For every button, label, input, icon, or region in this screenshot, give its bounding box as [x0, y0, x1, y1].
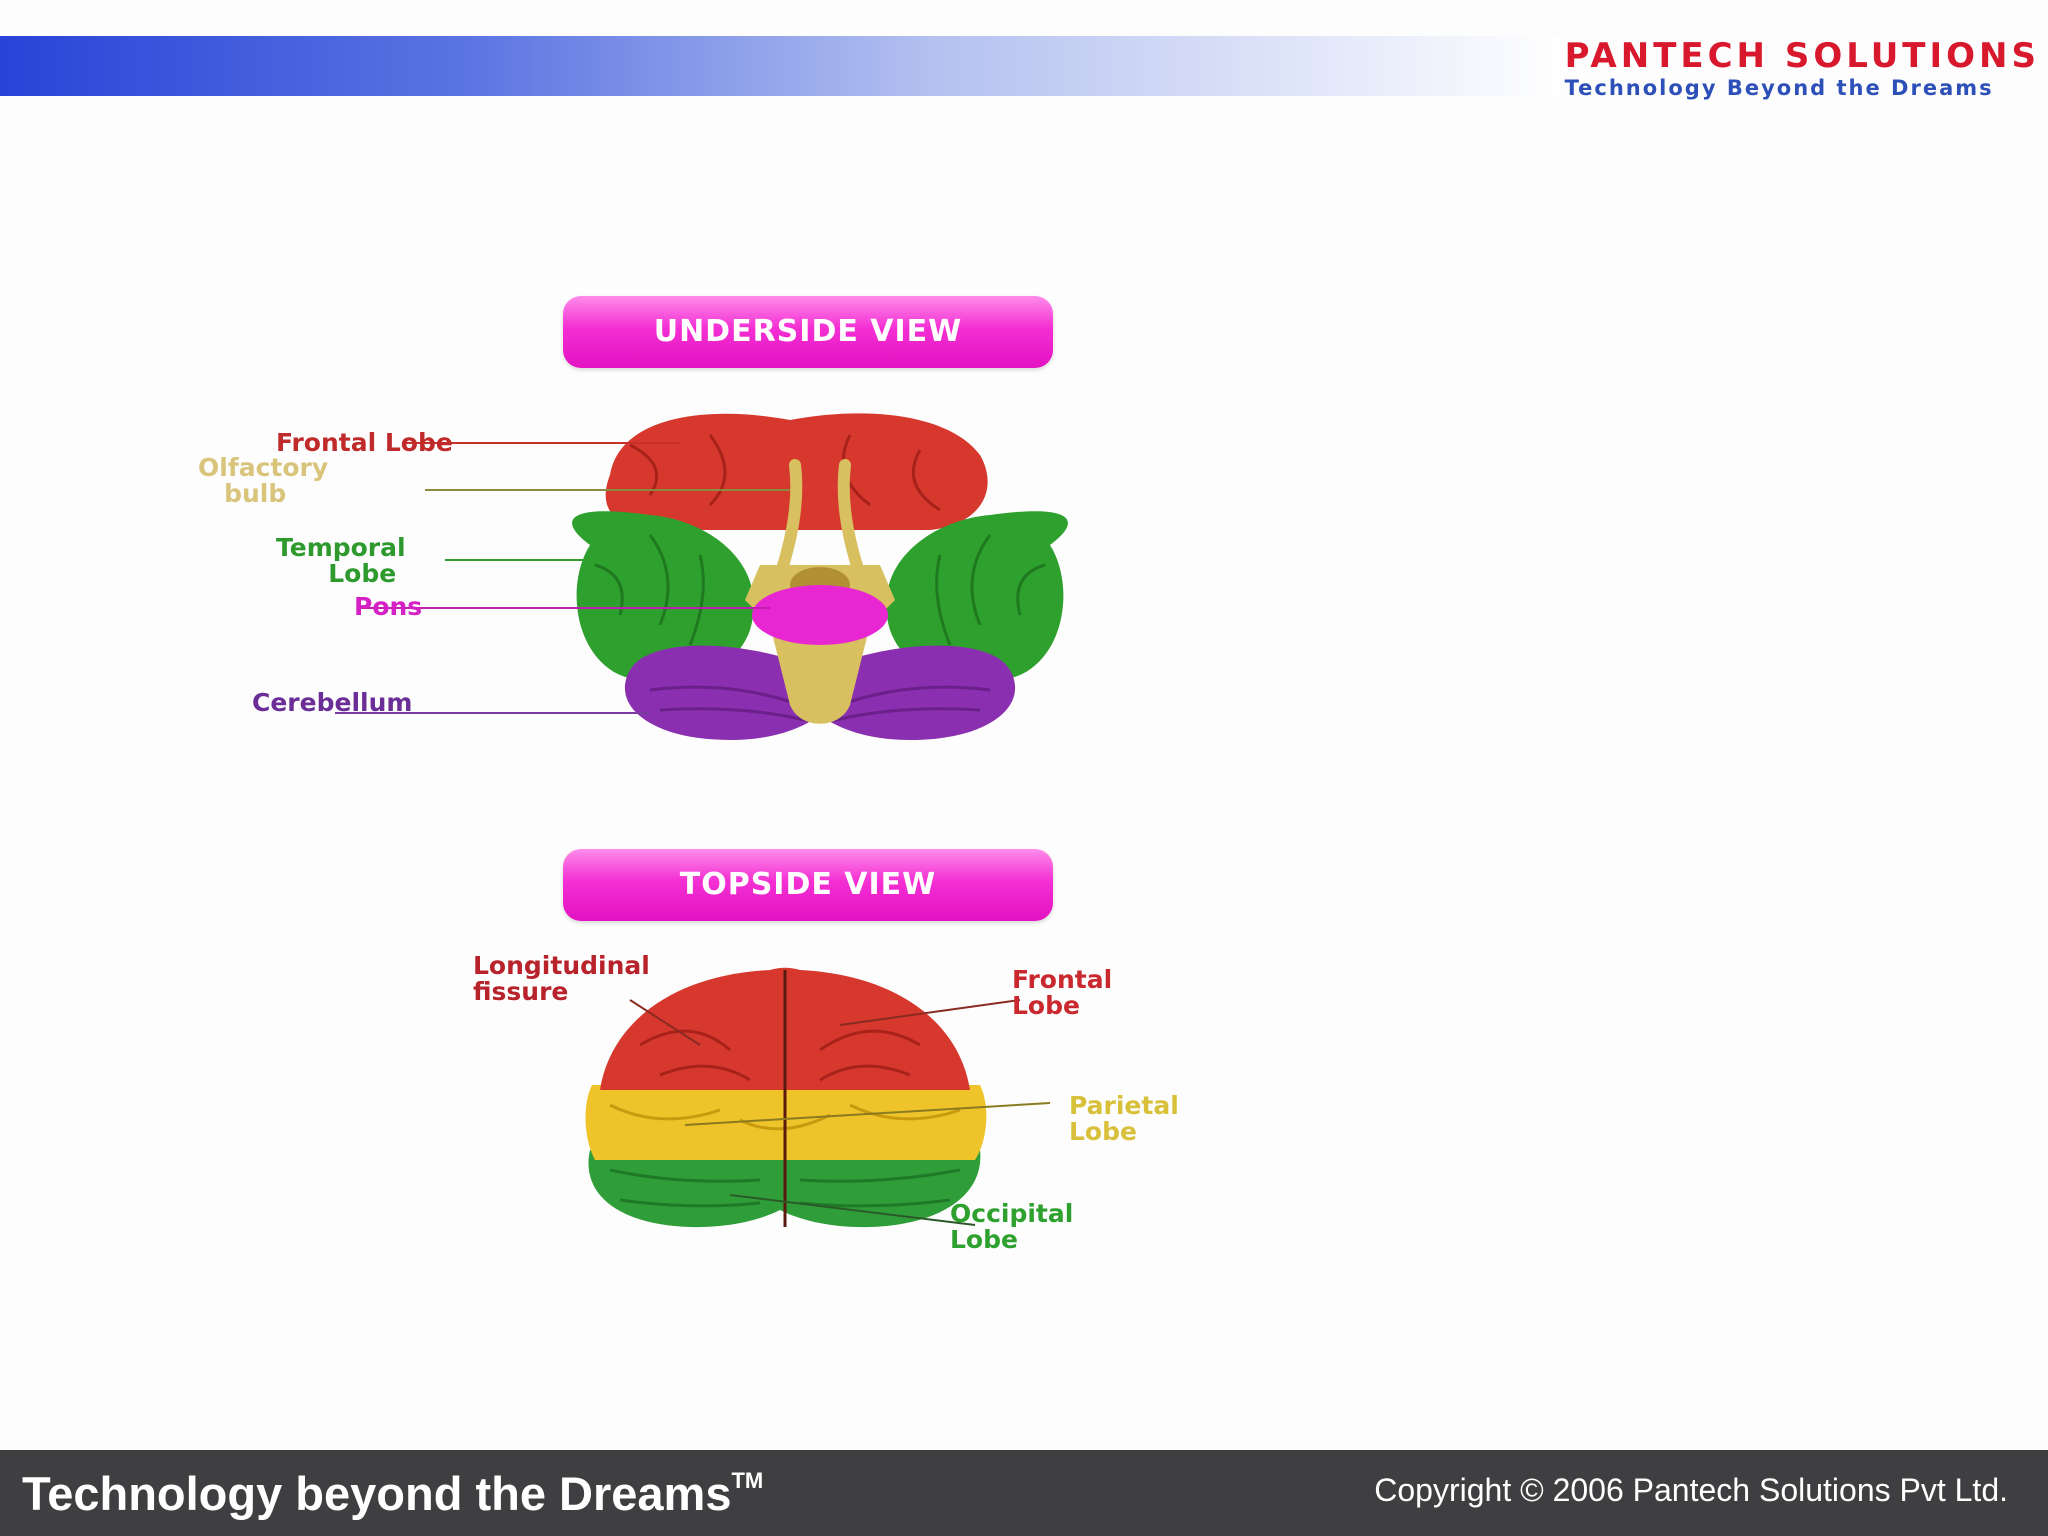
footer-copyright: Copyright © 2006 Pantech Solutions Pvt L… [1374, 1472, 2008, 1508]
label-temporal-lobe: Temporal Lobe [276, 535, 406, 587]
underside-view-title: UNDERSIDE VIEW [563, 296, 1053, 368]
footer-tagline-text: Technology beyond the Dreams [22, 1467, 731, 1520]
header-gradient-bar [0, 36, 1560, 96]
label-frontal-lobe-top: Frontal Lobe [1012, 967, 1112, 1019]
pons-region [752, 585, 888, 645]
trademark-mark: TM [731, 1468, 763, 1493]
label-parietal-lobe: Parietal Lobe [1069, 1093, 1179, 1145]
footer-bar: Technology beyond the DreamsTM Copyright… [0, 1450, 2048, 1536]
label-occipital-lobe: Occipital Lobe [950, 1201, 1073, 1253]
label-longitudinal-fissure: Longitudinal fissure [473, 953, 650, 1005]
logo-tagline: Technology Beyond the Dreams [1565, 76, 2040, 100]
label-cerebellum: Cerebellum [252, 690, 412, 716]
label-olfactory-bulb: Olfactory bulb [198, 455, 328, 507]
company-logo: PANTECH SOLUTIONS Technology Beyond the … [1565, 36, 2040, 100]
logo-name: PANTECH SOLUTIONS [1565, 36, 2040, 76]
topside-view-title: TOPSIDE VIEW [563, 849, 1053, 921]
label-pons: Pons [354, 594, 422, 620]
footer-tagline: Technology beyond the DreamsTM [22, 1466, 763, 1522]
